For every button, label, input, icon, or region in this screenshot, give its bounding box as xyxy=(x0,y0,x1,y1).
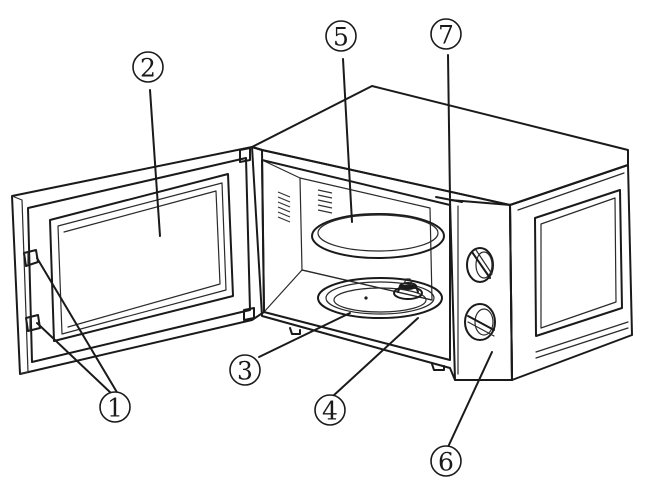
glass-turntable-tray xyxy=(311,213,445,259)
callout-2: 2 xyxy=(132,51,164,83)
callout-5-label: 5 xyxy=(333,23,349,52)
callout-7-label: 7 xyxy=(438,21,454,50)
microwave-body xyxy=(251,85,633,381)
callout-1: 1 xyxy=(99,391,131,423)
leader-lines xyxy=(36,54,493,448)
callout-3-label: 3 xyxy=(237,357,253,386)
callout-6: 6 xyxy=(430,445,462,477)
callout-3: 3 xyxy=(229,354,261,386)
callout-6-label: 6 xyxy=(438,448,454,477)
microwave-door xyxy=(11,146,265,375)
oven-cavity xyxy=(261,159,463,361)
callout-1-label: 1 xyxy=(107,394,123,423)
callout-5: 5 xyxy=(325,20,357,52)
callout-7: 7 xyxy=(430,18,462,50)
callout-4: 4 xyxy=(314,394,346,426)
control-knobs xyxy=(464,247,496,341)
callout-4-label: 4 xyxy=(322,397,338,426)
callout-2-label: 2 xyxy=(140,54,156,83)
roller-ring-and-coupler xyxy=(317,277,443,319)
